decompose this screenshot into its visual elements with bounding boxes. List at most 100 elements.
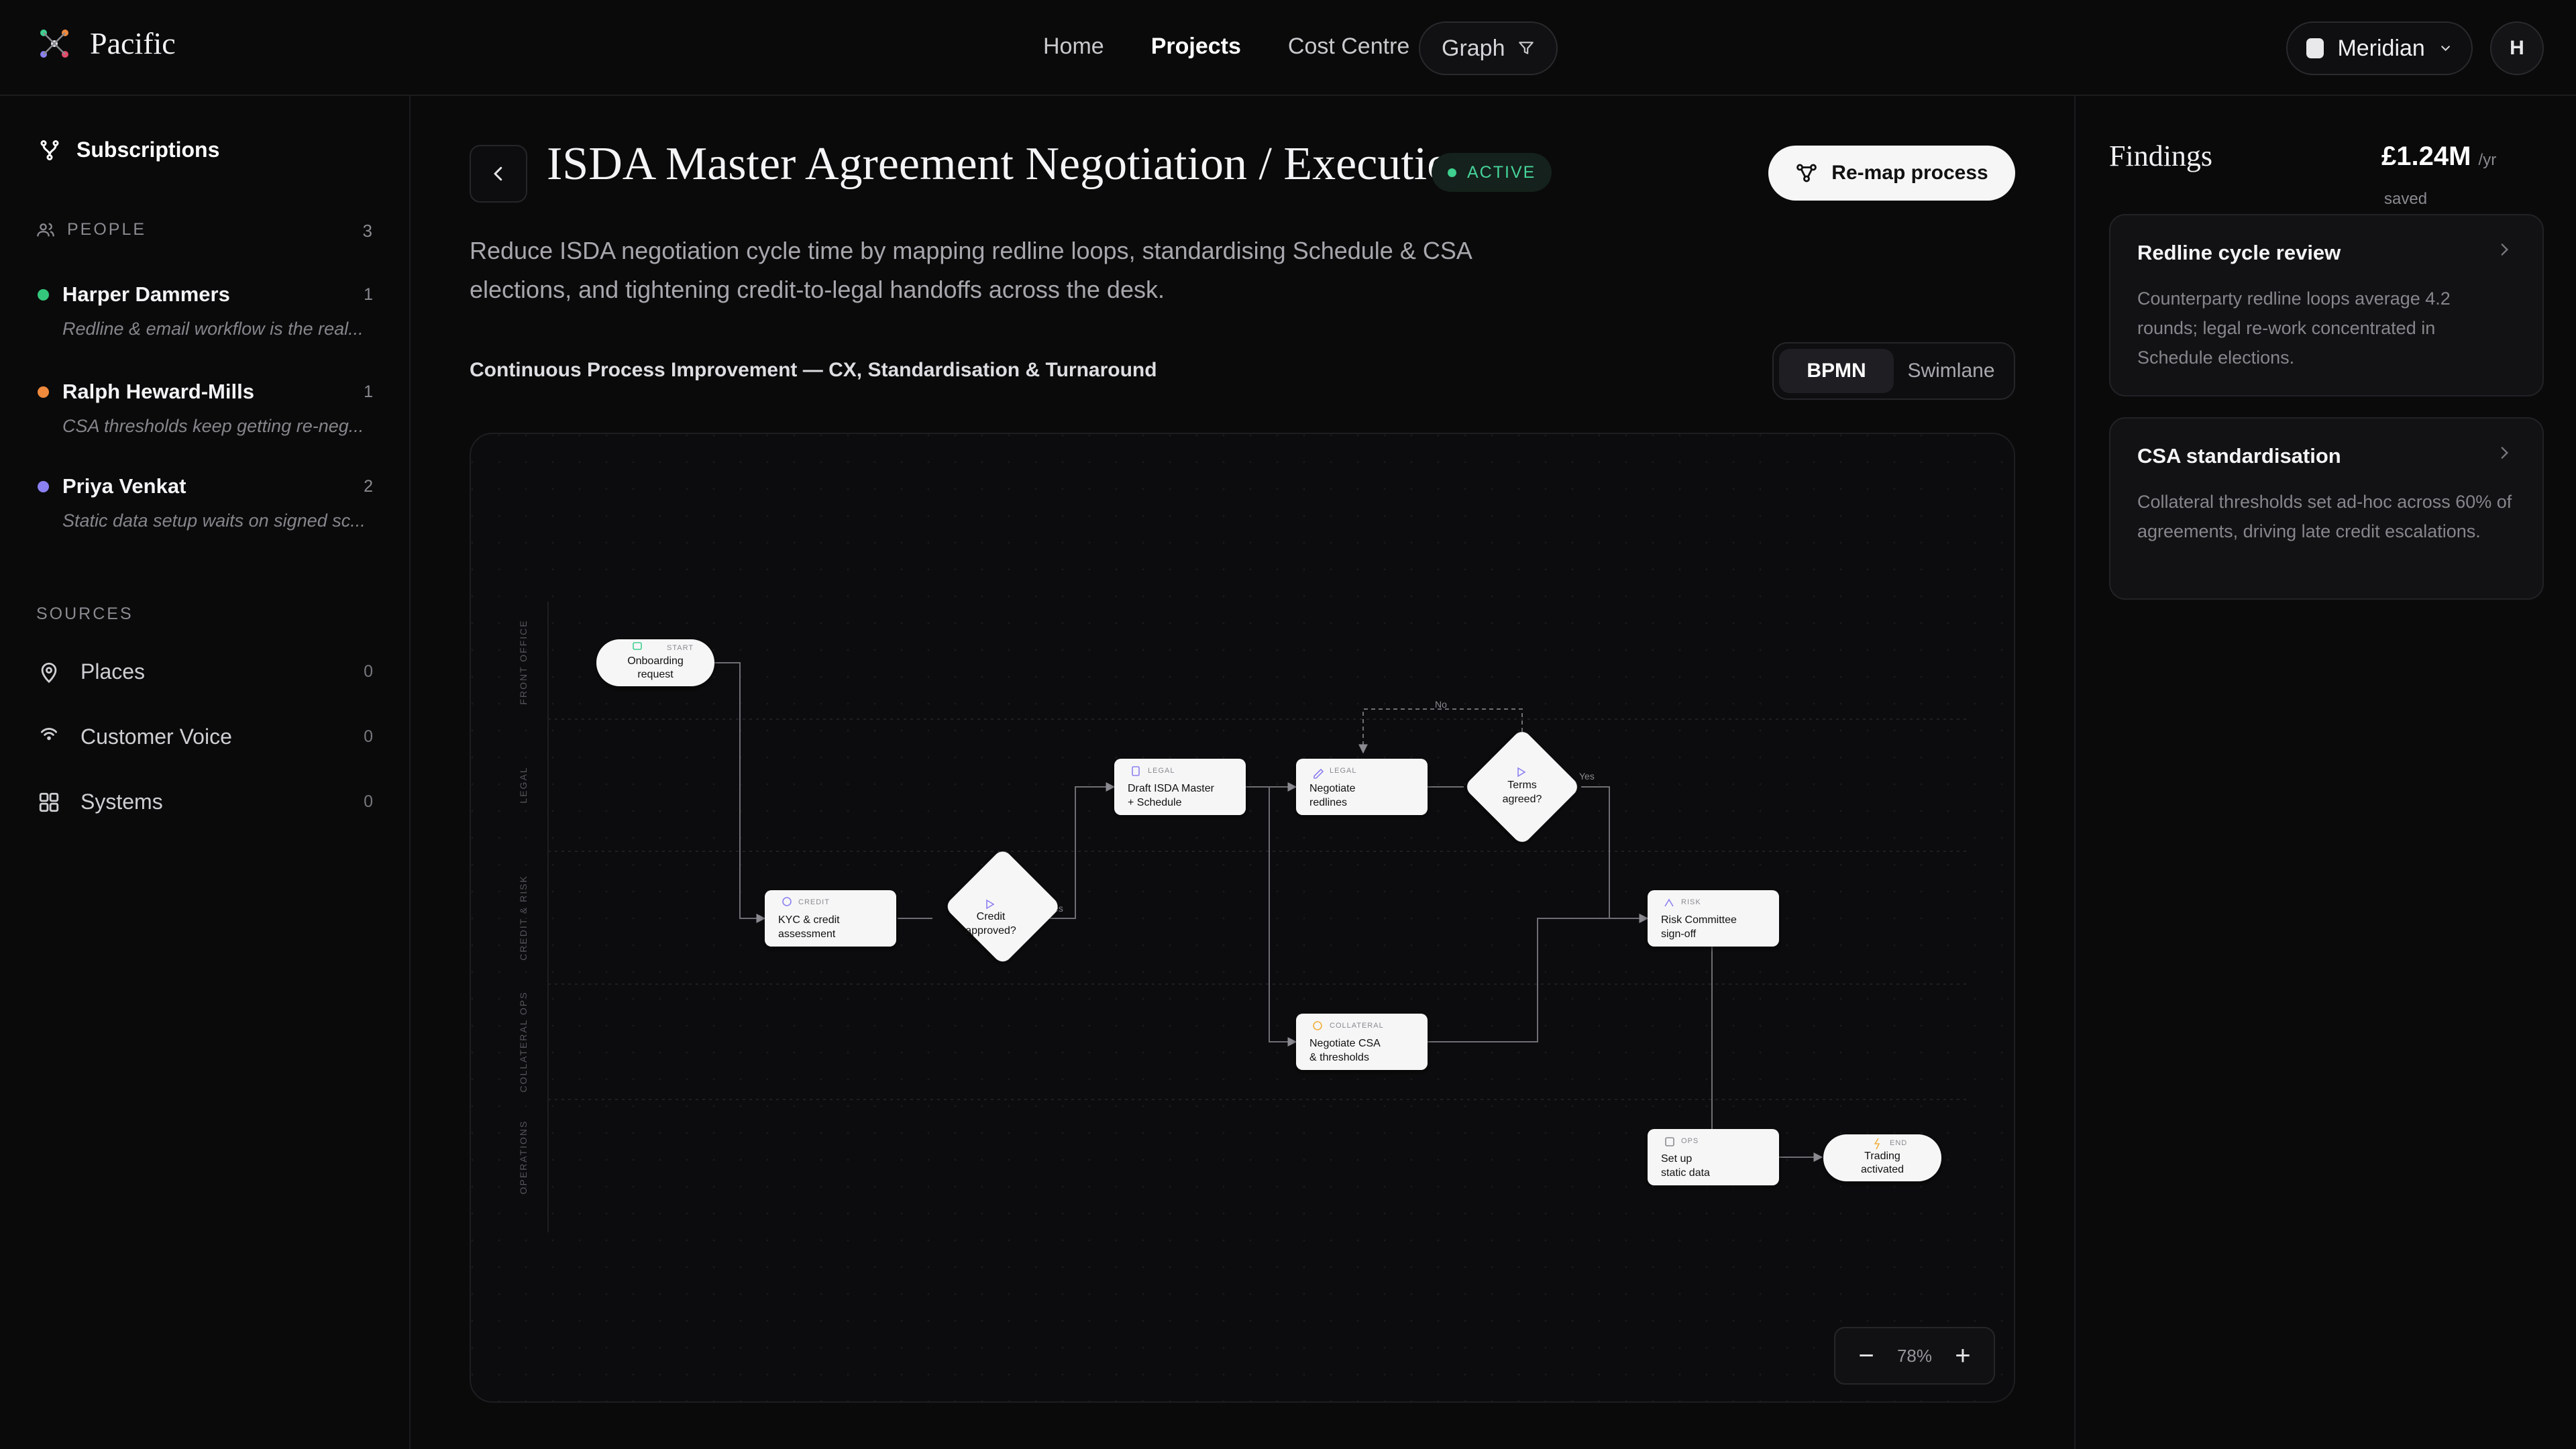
status-dot (1448, 168, 1456, 177)
node-icons (633, 642, 1880, 1150)
person-name: Priya Venkat (62, 474, 186, 498)
back-button[interactable] (470, 145, 527, 203)
chevron-right-icon (2501, 244, 2509, 256)
person-note: CSA thresholds keep getting re-neg... (62, 416, 364, 436)
finding-card-csa[interactable]: CSA standardisation Collateral threshold… (2109, 417, 2544, 600)
chevron-down-icon (2441, 46, 2450, 52)
workspace-name: Meridian (2337, 35, 2425, 61)
lane-labels: FRONT OFFICE LEGAL CREDIT & RISK COLLATE… (518, 619, 529, 1194)
remap-process-button[interactable]: Re-map process (1768, 146, 2015, 201)
node-tag: COLLATERAL (1330, 1022, 1384, 1030)
brand[interactable]: Pacific (39, 25, 176, 61)
source-count: 0 (364, 662, 373, 681)
lane-label-front-office: FRONT OFFICE (518, 619, 529, 704)
end-event[interactable]: END Trading activated (1823, 1134, 1941, 1181)
lane-label-collateral-ops: COLLATERAL OPS (518, 991, 529, 1093)
workspace-switcher[interactable]: Meridian (2286, 21, 2473, 75)
gateway-terms-agreed[interactable]: Terms agreed? (1463, 728, 1580, 845)
chevron-right-icon (2501, 447, 2509, 459)
bpmn-diagram: FRONT OFFICE LEGAL CREDIT & RISK COLLATE… (471, 434, 2014, 1401)
task-draft-isda-master[interactable]: LEGAL Draft ISDA Master + Schedule (1114, 759, 1246, 815)
status-dot (38, 288, 49, 301)
process-diagram-canvas[interactable]: FRONT OFFICE LEGAL CREDIT & RISK COLLATE… (470, 433, 2015, 1403)
node-line: request (637, 669, 674, 680)
person-count: 2 (364, 477, 373, 496)
zoom-out-button[interactable]: − (1858, 1340, 1874, 1371)
edge-label-yes: Yes (1579, 771, 1595, 782)
pacific-logo-icon (40, 29, 68, 58)
play-icon (986, 899, 995, 910)
status-dot (38, 386, 49, 398)
map-pin-icon (41, 662, 57, 683)
view-bpmn-button[interactable]: BPMN (1779, 349, 1894, 393)
person-note: Static data setup waits on signed sc... (62, 511, 366, 531)
subscriptions-label: Subscriptions (76, 138, 220, 162)
source-systems[interactable]: Systems 0 (38, 790, 373, 814)
nav-projects[interactable]: Projects (1150, 34, 1241, 59)
person-count: 1 (364, 382, 373, 401)
node-line: Negotiate CSA (1309, 1038, 1381, 1049)
source-count: 0 (364, 727, 373, 746)
grid-icon (39, 792, 59, 812)
lane-label-credit-risk: CREDIT & RISK (518, 875, 529, 961)
person-priya-venkat[interactable]: Priya Venkat 2 Static data setup waits o… (38, 474, 373, 531)
task-kyc-credit-assessment[interactable]: CREDIT KYC & credit assessment (765, 890, 896, 947)
task-risk-committee-signoff[interactable]: RISK Risk Committee sign-off (1648, 890, 1779, 947)
start-event[interactable]: START Onboarding request (596, 639, 714, 686)
brand-name: Pacific (90, 26, 176, 60)
finding-card-redline[interactable]: Redline cycle review Counterparty redlin… (2109, 214, 2544, 396)
node-line: & thresholds (1309, 1052, 1369, 1063)
status-dot (38, 480, 49, 492)
findings-title: Findings (2109, 140, 2213, 172)
node-tag: OPS (1681, 1137, 1699, 1145)
task-negotiate-csa[interactable]: COLLATERAL Negotiate CSA & thresholds (1296, 1014, 1428, 1070)
node-line: static data (1661, 1167, 1710, 1179)
source-label: Customer Voice (80, 724, 232, 749)
nav-graph-button[interactable]: Graph (1419, 21, 1558, 75)
shield-icon (782, 897, 792, 906)
gavel-icon (1664, 898, 1674, 907)
people-icon (37, 223, 54, 236)
nav-graph-label: Graph (1442, 35, 1505, 61)
source-places[interactable]: Places 0 (38, 659, 373, 684)
methodology-subheading: Continuous Process Improvement — CX, Sta… (470, 359, 1157, 381)
page-title: ISDA Master Agreement Negotiation / Exec… (547, 138, 1474, 190)
user-avatar[interactable]: H (2490, 21, 2544, 75)
node-line: Negotiate (1309, 783, 1356, 794)
zoom-level: 78% (1896, 1345, 1933, 1366)
document-icon (1132, 766, 1140, 776)
task-negotiate-redlines[interactable]: LEGAL Negotiate redlines (1296, 759, 1428, 815)
chevron-left-icon (494, 166, 502, 181)
zoom-in-button[interactable]: + (1955, 1340, 1971, 1371)
source-customer-voice[interactable]: Customer Voice 0 (38, 724, 373, 749)
view-toggle: BPMN Swimlane (1772, 342, 2015, 400)
subscriptions-link[interactable]: Subscriptions (38, 138, 219, 162)
node-line: assessment (778, 928, 836, 940)
people-count: 3 (362, 221, 372, 241)
node-tag: CREDIT (798, 898, 830, 906)
main-nav: Home Projects Cost Centre (1043, 34, 1456, 60)
finding-title: Redline cycle review (2137, 241, 2341, 264)
view-swimlane-button[interactable]: Swimlane (1907, 360, 1995, 382)
person-harper-dammers[interactable]: Harper Dammers 1 Redline & email workflo… (38, 282, 373, 339)
node-line: approved? (965, 925, 1016, 936)
nav-home[interactable]: Home (1043, 34, 1104, 59)
person-name: Ralph Heward-Mills (62, 380, 254, 403)
branch-icon (40, 140, 59, 160)
nav-cost-centre[interactable]: Cost Centre (1287, 34, 1410, 59)
person-ralph-heward-mills[interactable]: Ralph Heward-Mills 1 CSA thresholds keep… (38, 380, 373, 437)
node-line: Credit (977, 911, 1006, 922)
play-icon (1517, 767, 1526, 777)
top-navigation-bar: Pacific Home Projects Cost Centre Graph … (0, 0, 2576, 96)
node-line: redlines (1309, 797, 1347, 808)
database-icon (1665, 1137, 1674, 1146)
node-line: Trading (1864, 1150, 1900, 1162)
node-line: sign-off (1661, 928, 1697, 940)
gateway-credit-approved[interactable]: Credit approved? (944, 848, 1061, 965)
source-count: 0 (364, 792, 373, 811)
sun-icon (1313, 1021, 1322, 1030)
filter-icon (1518, 42, 1534, 54)
person-name: Harper Dammers (62, 282, 230, 306)
task-set-up-static-data[interactable]: OPS Set up static data (1648, 1129, 1779, 1185)
finding-body: Counterparty redline loops average 4.2 r… (2137, 288, 2451, 368)
